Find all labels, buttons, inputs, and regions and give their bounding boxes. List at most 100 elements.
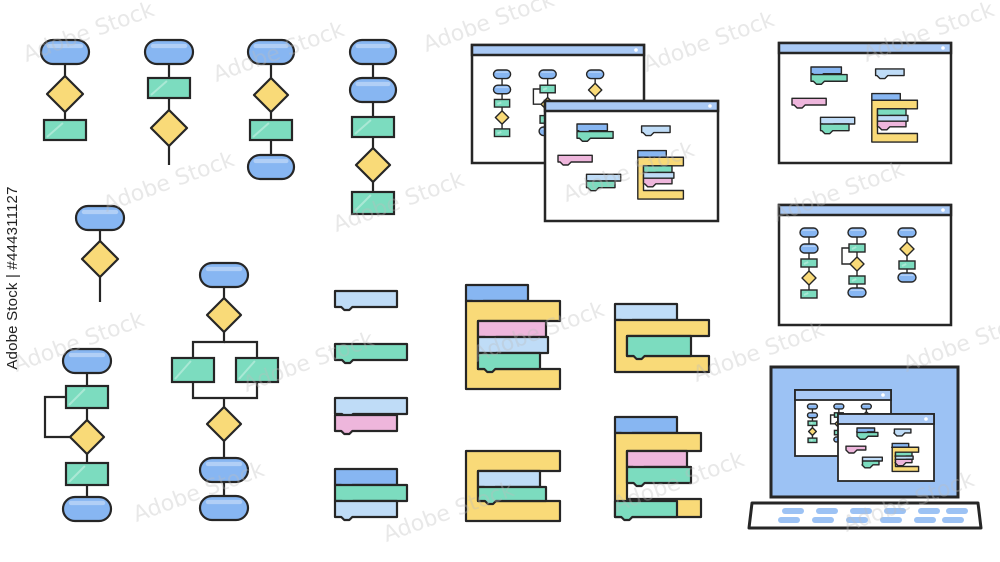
process-shape	[64, 384, 110, 410]
shape-highlight	[588, 71, 602, 73]
terminal-shape	[348, 38, 398, 66]
shape-shine	[68, 465, 86, 483]
terminal-shape	[860, 403, 873, 410]
code-block	[625, 465, 693, 488]
code-block	[810, 73, 848, 85]
laptop-key	[942, 517, 964, 523]
terminal-shape	[246, 153, 296, 181]
flowchart-decision-small	[74, 204, 126, 302]
terminal-shape	[538, 69, 557, 80]
code-block	[333, 289, 399, 312]
shape-highlight	[205, 461, 243, 467]
shape-highlight	[205, 266, 243, 272]
window-button-icon	[708, 104, 712, 108]
shape-highlight	[802, 245, 816, 248]
process-shape	[170, 356, 216, 384]
control-block-stack-4	[613, 415, 703, 522]
code-block	[893, 428, 912, 437]
shape-shine	[542, 87, 548, 91]
code-block	[625, 334, 693, 361]
terminal-shape	[799, 243, 819, 254]
shape-highlight	[862, 404, 871, 406]
code-block	[894, 458, 913, 467]
window-titlebar	[543, 99, 720, 113]
shape-shine	[497, 130, 502, 135]
shape-shine	[238, 360, 256, 380]
connector-line	[841, 247, 850, 265]
shape-shine	[354, 119, 372, 135]
shape-shine	[810, 421, 813, 425]
laptop-key	[846, 517, 868, 523]
terminal-shape	[492, 69, 512, 80]
terminal-shape	[806, 403, 819, 410]
process-shape	[848, 243, 866, 253]
window-flowchart-right	[777, 203, 953, 327]
code-block	[856, 431, 879, 440]
shape-shine	[174, 360, 192, 380]
shape-shine	[150, 80, 168, 96]
shape-shine	[497, 101, 502, 105]
code-blocks-single	[333, 289, 409, 522]
decision-shape	[149, 108, 189, 148]
code-block	[642, 177, 673, 188]
terminal-shape	[492, 84, 512, 95]
terminal-shape	[799, 227, 819, 238]
shape-highlight	[495, 86, 509, 89]
laptop-illustration	[747, 365, 983, 530]
terminal-shape	[39, 38, 91, 66]
shape-highlight	[46, 43, 84, 49]
shape-shine	[901, 263, 907, 267]
laptop-key	[812, 517, 834, 523]
shape-highlight	[835, 404, 843, 406]
shape-shine	[803, 292, 809, 296]
decision-shape	[80, 239, 120, 279]
decision-shape	[354, 146, 392, 184]
terminal-shape	[897, 227, 917, 238]
decision-shape	[205, 296, 243, 334]
process-shape	[539, 84, 556, 94]
process-shape	[898, 260, 916, 270]
window-blocks-right	[777, 41, 953, 165]
code-block	[819, 123, 850, 135]
connector-line	[224, 340, 259, 358]
decision-shape	[68, 418, 106, 456]
code-block	[845, 445, 867, 454]
shape-shine	[68, 388, 86, 406]
process-shape	[800, 258, 818, 268]
shape-highlight	[68, 352, 106, 358]
process-shape	[807, 420, 818, 427]
terminal-shape	[198, 261, 250, 289]
shape-highlight	[495, 71, 509, 73]
laptop-key	[918, 508, 940, 514]
shape-highlight	[205, 499, 243, 505]
connector-line	[43, 395, 70, 439]
shape-shine	[252, 122, 270, 138]
window-button-icon	[941, 208, 945, 212]
shape-shine	[810, 438, 813, 442]
window-button-icon	[634, 48, 638, 52]
laptop-key	[850, 508, 872, 514]
code-block	[333, 499, 399, 522]
connector-line	[829, 414, 835, 425]
flowchart-loop	[43, 347, 113, 523]
connector-line	[532, 88, 541, 105]
code-block	[557, 154, 593, 166]
terminal-shape	[847, 287, 867, 298]
window-titlebar	[777, 203, 953, 217]
laptop-key	[880, 517, 902, 523]
laptop-base	[747, 501, 983, 530]
code-block	[861, 460, 880, 469]
terminal-shape	[143, 38, 195, 66]
stock-id-label: Adobe Stock | #444311127	[4, 186, 21, 370]
process-shape	[807, 437, 818, 444]
process-shape	[493, 128, 511, 138]
laptop-key	[914, 517, 936, 523]
window-titlebar	[777, 41, 953, 55]
terminal-shape	[61, 495, 113, 523]
code-block	[576, 130, 614, 142]
decision-shape	[252, 76, 290, 114]
code-block	[613, 499, 679, 522]
shape-highlight	[253, 158, 289, 164]
shape-shine	[803, 261, 809, 265]
